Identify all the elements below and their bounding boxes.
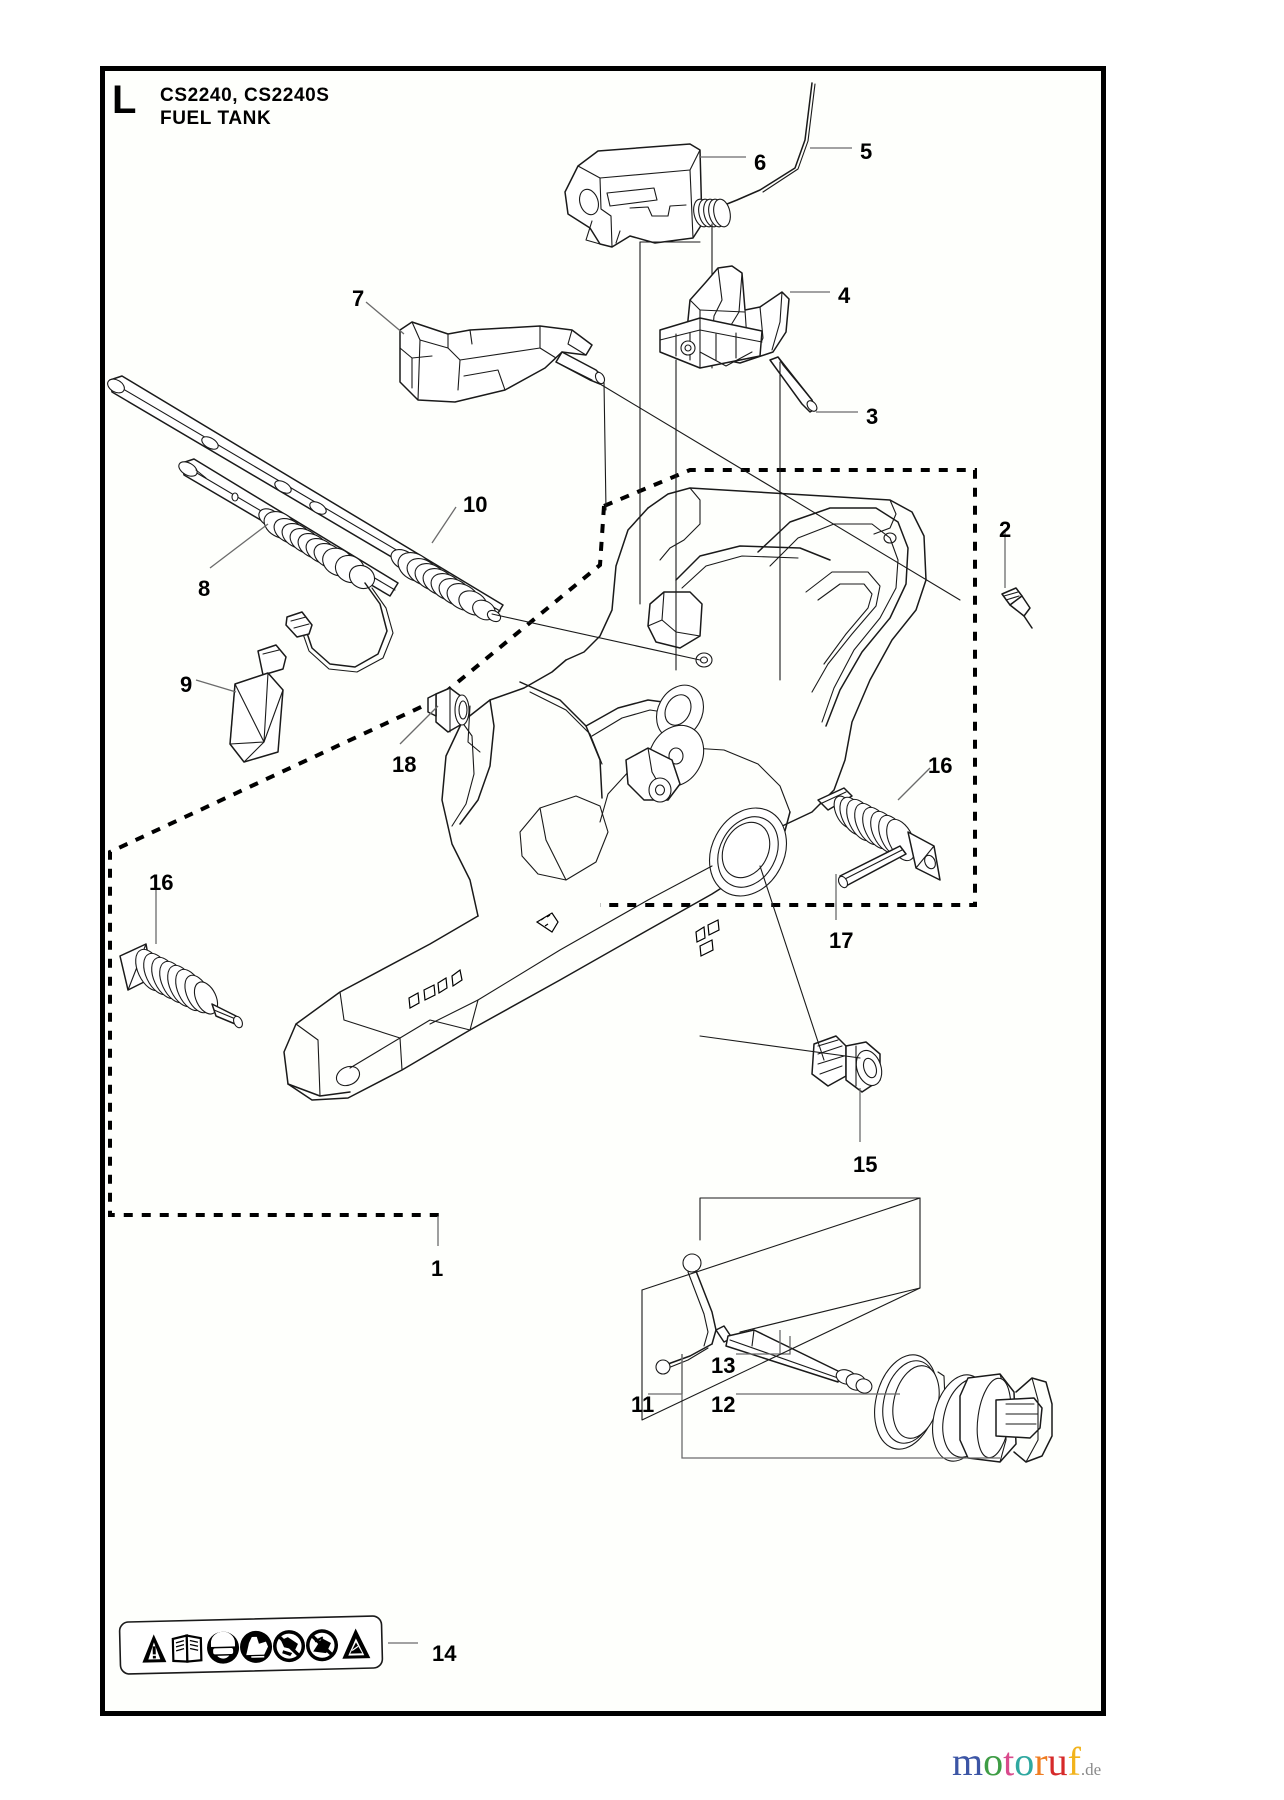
watermark-letter: t bbox=[1003, 1739, 1015, 1784]
read-manual-book-icon bbox=[171, 1634, 203, 1663]
wear-eye-ear-head-protection-icon bbox=[207, 1631, 240, 1664]
watermark-letter: o bbox=[983, 1739, 1004, 1784]
model-line: CS2240, CS2240S bbox=[160, 85, 330, 106]
callout-fuel-tank-assembly: 1 bbox=[431, 1256, 444, 1281]
assembly-name: FUEL TANK bbox=[160, 108, 272, 129]
diagram-header: L CS2240, CS2240S FUEL TANK bbox=[112, 78, 330, 130]
callout-screw: 2 bbox=[999, 517, 1012, 542]
callout-fuel-cap: 12 bbox=[711, 1392, 736, 1417]
callout-rubber-plug: 18 bbox=[392, 752, 417, 777]
no-one-handed-operation-icon bbox=[273, 1630, 306, 1663]
callout-hose-grommet: 10 bbox=[463, 492, 488, 517]
watermark-letter: m bbox=[952, 1739, 984, 1784]
motoruf-watermark: motoruf.de bbox=[952, 1742, 1101, 1790]
watermark-letter: u bbox=[1047, 1739, 1068, 1784]
callout-warning-decal: 14 bbox=[432, 1641, 457, 1666]
wear-gloves-icon bbox=[240, 1630, 273, 1663]
callout-latch-cover: 7 bbox=[352, 286, 365, 311]
warning-decal bbox=[118, 1615, 384, 1675]
callout-pin: 3 bbox=[866, 404, 879, 429]
callout-pin-rod: 17 bbox=[829, 928, 854, 953]
callout-cap-retainer-wire: 13 bbox=[711, 1353, 736, 1378]
kickback-warning-triangle-icon bbox=[342, 1628, 371, 1659]
watermark-suffix: .de bbox=[1080, 1760, 1102, 1779]
callout-fuel-hose: 8 bbox=[198, 576, 211, 601]
watermark-letter: r bbox=[1034, 1739, 1048, 1784]
section-letter: L bbox=[112, 78, 137, 122]
no-kickback-contact-icon bbox=[306, 1629, 339, 1662]
callout-spring-wire: 5 bbox=[860, 139, 873, 164]
callout-fuel-filter: 9 bbox=[180, 672, 193, 697]
diagram-frame bbox=[100, 66, 1106, 1716]
callout-throttle-trigger: 6 bbox=[754, 150, 767, 175]
callout-bushing: 15 bbox=[853, 1152, 878, 1177]
callout-throttle-lockout: 4 bbox=[838, 283, 851, 308]
callout-fuel-cap-complete: 11 bbox=[631, 1392, 655, 1417]
callout-anti-vibration-spring-left: 16 bbox=[149, 870, 174, 895]
watermark-letter: f bbox=[1067, 1739, 1081, 1784]
warning-triangle-exclamation-icon bbox=[142, 1634, 167, 1663]
callout-anti-vibration-spring-right: 16 bbox=[928, 753, 953, 778]
watermark-letter: o bbox=[1014, 1739, 1035, 1784]
header-titles: CS2240, CS2240S FUEL TANK bbox=[160, 84, 330, 130]
